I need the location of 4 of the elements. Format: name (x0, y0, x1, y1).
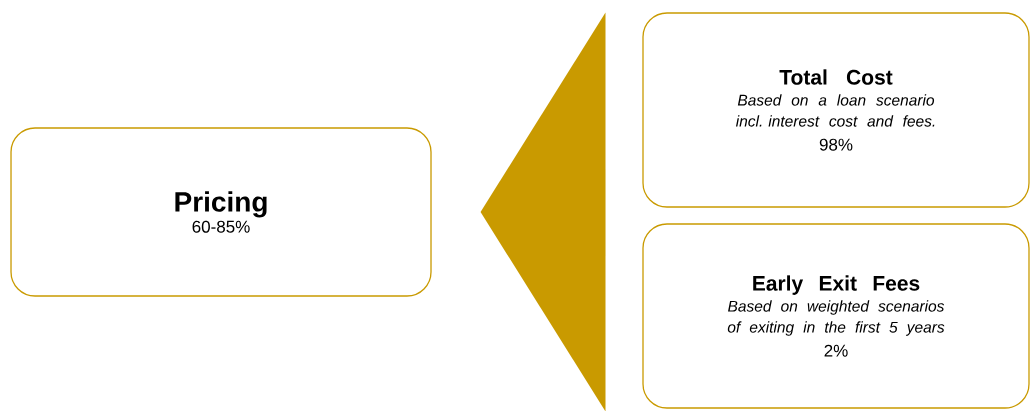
text-box: Pricing 60-85% (10, 127, 432, 297)
triangle (480, 12, 606, 411)
text-box: Early Exit Fees Based on weighted scenarios of exiting in the first 5 years 2% (642, 223, 1030, 409)
text-box: Total Cost Based on a loan scenario incl. interest cost and fees. 98% (642, 12, 1030, 208)
